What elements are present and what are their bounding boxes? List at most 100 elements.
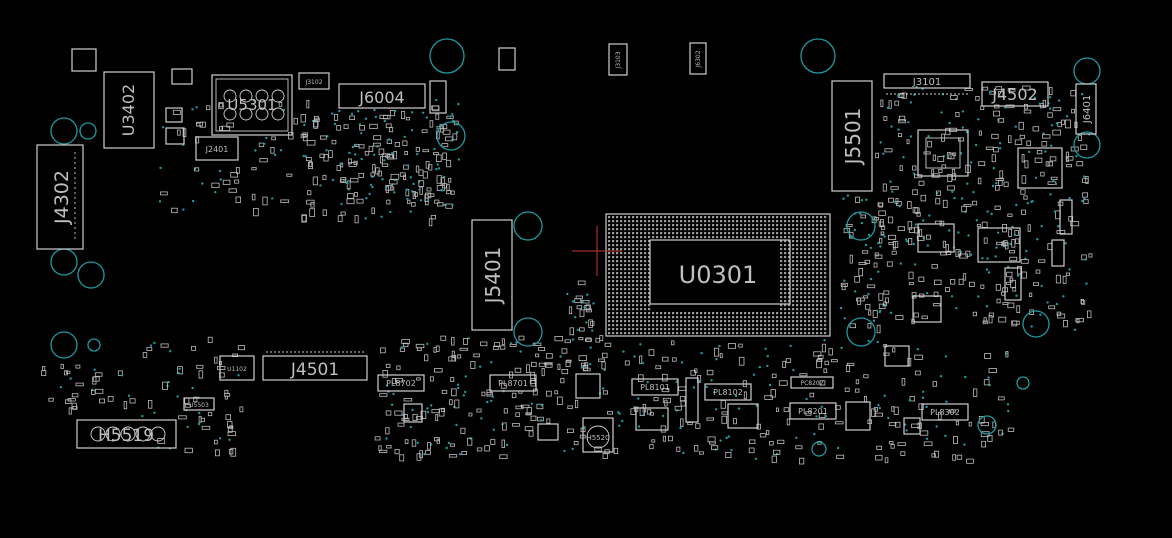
component-j5501[interactable]: J5501 bbox=[831, 80, 873, 192]
component-pl8201[interactable]: PL8201 bbox=[789, 402, 837, 420]
j4502-label: J4502 bbox=[991, 85, 1037, 104]
component-j4502[interactable]: J4502 bbox=[981, 81, 1049, 107]
connector-outline bbox=[36, 144, 84, 250]
component-pl8102[interactable]: PL8102 bbox=[704, 383, 752, 401]
mounting-hole[interactable] bbox=[50, 331, 78, 359]
component-j3101[interactable]: J3101 bbox=[883, 73, 971, 95]
component-pc8202[interactable]: PC8202 bbox=[790, 376, 834, 389]
component-h5520[interactable]: H5520 bbox=[582, 417, 614, 453]
mounting-hole[interactable] bbox=[1022, 310, 1050, 338]
j4501-label: J4501 bbox=[290, 360, 339, 380]
inductor-outline bbox=[921, 403, 969, 421]
h5519-label: H5519 bbox=[98, 426, 154, 446]
cursor-crosshair bbox=[572, 226, 622, 276]
component-pl8702[interactable]: PL8702 bbox=[377, 374, 425, 392]
inductor-outline bbox=[789, 402, 837, 420]
j5501-label: J5501 bbox=[841, 108, 865, 167]
j3103-label: J3103 bbox=[615, 51, 622, 69]
j4302-label: J4302 bbox=[51, 170, 73, 225]
inductor-outline bbox=[377, 374, 425, 392]
pl8701-label: PL8701 bbox=[498, 379, 528, 388]
mounting-hole[interactable] bbox=[1073, 131, 1101, 159]
cpu-outline bbox=[605, 213, 831, 337]
component-j4501[interactable]: J4501 bbox=[262, 351, 368, 381]
connector-outline bbox=[1075, 83, 1097, 135]
u5503-label: U5503 bbox=[189, 402, 209, 409]
inductor-outline bbox=[704, 383, 752, 401]
part-outline bbox=[298, 72, 330, 90]
connector-outline bbox=[883, 73, 971, 89]
mounting-hole[interactable] bbox=[50, 117, 78, 145]
component-u5503[interactable]: U5503 bbox=[183, 397, 215, 411]
inductor-outline bbox=[489, 374, 537, 392]
component-u3402[interactable]: U3402 bbox=[103, 71, 155, 149]
j6401-label: J6401 bbox=[1082, 95, 1093, 124]
mounting-hole[interactable] bbox=[1016, 376, 1030, 390]
mounting-hole[interactable] bbox=[513, 211, 543, 241]
component-u0301[interactable]: U0301 bbox=[605, 213, 831, 337]
component-h5519[interactable]: H5519 bbox=[76, 419, 177, 449]
part-outline bbox=[608, 43, 628, 76]
component-u1102[interactable]: U1102 bbox=[219, 355, 255, 381]
header-outline bbox=[582, 417, 614, 453]
mounting-hole[interactable] bbox=[846, 211, 876, 241]
connector-outline bbox=[262, 355, 368, 381]
mounting-holes bbox=[50, 38, 1101, 457]
header-outline bbox=[76, 419, 177, 449]
mounting-hole[interactable] bbox=[513, 317, 543, 347]
component-j6401[interactable]: J6401 bbox=[1075, 83, 1097, 135]
chip-outline bbox=[211, 74, 293, 136]
u5301-label: U5301 bbox=[227, 96, 276, 114]
mounting-hole[interactable] bbox=[846, 317, 876, 347]
component-j4302[interactable]: J4302 bbox=[36, 144, 84, 250]
mounting-hole[interactable] bbox=[429, 38, 465, 74]
component-j3102[interactable]: J3102 bbox=[298, 72, 330, 90]
pl8302-label: PL8302 bbox=[930, 408, 960, 417]
component-j6004[interactable]: J6004 bbox=[338, 83, 426, 109]
mounting-hole[interactable] bbox=[79, 122, 97, 140]
part-outline bbox=[689, 42, 707, 75]
small-component-field bbox=[41, 85, 1093, 465]
connector-outline bbox=[471, 219, 513, 331]
cpu-die bbox=[649, 239, 791, 305]
unlabelled-parts bbox=[71, 47, 1073, 441]
component-j5401[interactable]: J5401 bbox=[471, 219, 513, 331]
pl8201-label: PL8201 bbox=[798, 407, 828, 416]
u1102-label: U1102 bbox=[227, 366, 247, 373]
component-j2401[interactable]: J2401 bbox=[195, 136, 239, 161]
chip-outline bbox=[103, 71, 155, 149]
pl8702-label: PL8702 bbox=[386, 379, 416, 388]
pc8202-label: PC8202 bbox=[800, 380, 823, 387]
connector-outline bbox=[338, 83, 426, 109]
h5520-label: H5520 bbox=[586, 434, 609, 442]
component-pl8302[interactable]: PL8302 bbox=[921, 403, 969, 421]
j5401-label: J5401 bbox=[481, 247, 505, 306]
component-pl8101[interactable]: PL8101 bbox=[631, 378, 679, 396]
j3101-label: J3101 bbox=[912, 77, 941, 88]
j2401-label: J2401 bbox=[205, 145, 229, 154]
mounting-hole[interactable] bbox=[87, 338, 101, 352]
u3402-label: U3402 bbox=[119, 84, 138, 136]
mounting-hole[interactable] bbox=[436, 121, 466, 151]
j3102-label: J3102 bbox=[304, 79, 322, 86]
component-u5301[interactable]: U5301 bbox=[211, 74, 293, 136]
j6302-label: J6302 bbox=[695, 50, 702, 68]
inductor-outline bbox=[631, 378, 679, 396]
cpu-ball-grid bbox=[608, 216, 827, 335]
mounting-hole[interactable] bbox=[811, 441, 827, 457]
u0301-label: U0301 bbox=[679, 261, 758, 289]
mounting-hole[interactable] bbox=[977, 415, 997, 435]
part-outline bbox=[183, 397, 215, 411]
component-j6302[interactable]: J6302 bbox=[689, 42, 707, 75]
component-j3103[interactable]: J3103 bbox=[608, 43, 628, 76]
mounting-hole[interactable] bbox=[800, 38, 836, 74]
pl8101-label: PL8101 bbox=[640, 383, 670, 392]
pl8102-label: PL8102 bbox=[713, 388, 743, 397]
part-outline bbox=[195, 136, 239, 161]
mounting-hole[interactable] bbox=[77, 261, 105, 289]
part-outline bbox=[219, 355, 255, 381]
component-pl8701[interactable]: PL8701 bbox=[489, 374, 537, 392]
j6004-label: J6004 bbox=[358, 88, 404, 107]
